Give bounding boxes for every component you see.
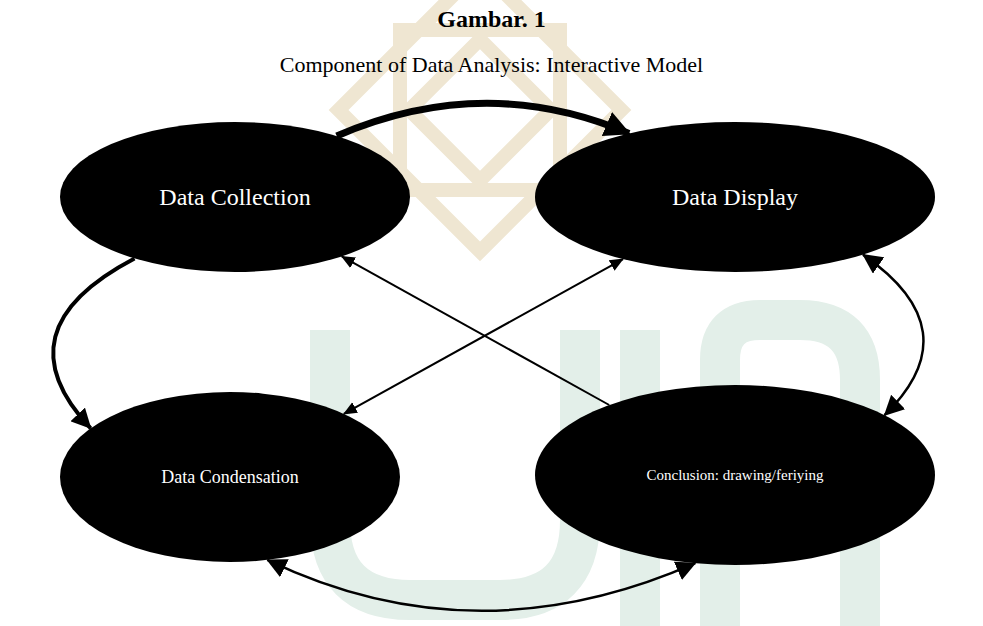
flow-arrow [267, 560, 695, 611]
figure-title: Gambar. 1 [0, 6, 983, 33]
process-ellipse: Data Collection [60, 122, 410, 272]
process-ellipse: Data Condensation [60, 392, 400, 562]
flow-arrow [342, 256, 609, 405]
node-label: Data Condensation [161, 466, 298, 489]
process-ellipse: Data Display [535, 122, 935, 272]
process-ellipse: Conclusion: drawing/feriying [535, 385, 935, 565]
figure-subtitle: Component of Data Analysis: Interactive … [0, 52, 983, 78]
flow-arrow [344, 259, 623, 414]
flow-arrow [53, 258, 134, 428]
node-label: Conclusion: drawing/feriying [646, 466, 823, 485]
node-label: Data Collection [159, 182, 310, 212]
flow-arrow [863, 255, 923, 416]
flow-arrow [337, 103, 629, 136]
node-label: Data Display [672, 182, 798, 212]
